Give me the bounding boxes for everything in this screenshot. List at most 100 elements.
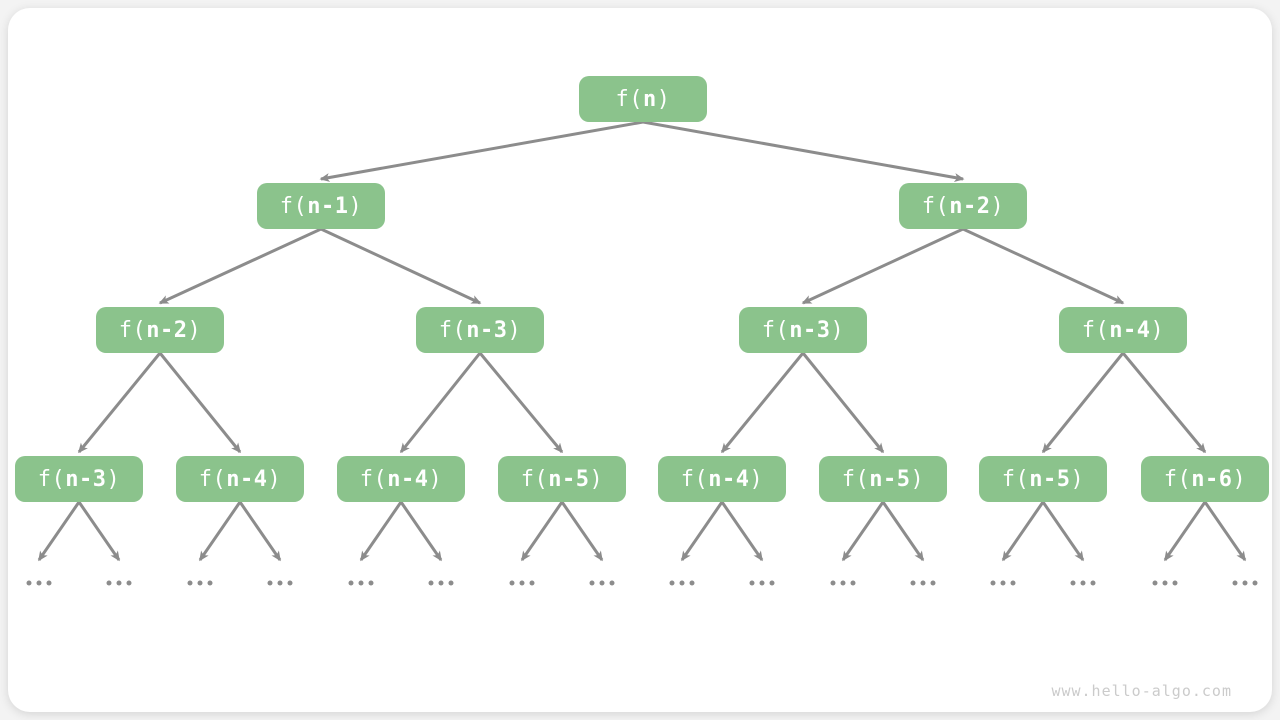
ellipsis	[26, 580, 52, 586]
node-label-suffix: )	[589, 466, 604, 492]
ellipsis-dot	[1000, 580, 1006, 586]
ellipsis-dot	[277, 580, 283, 586]
node-label-argument: n-3	[65, 466, 107, 492]
node-label-suffix: )	[1070, 466, 1085, 492]
tree-node: f(n-5)	[979, 456, 1107, 502]
ellipsis-dot	[599, 580, 605, 586]
node-label-argument: n-4	[387, 466, 429, 492]
ellipsis-dot	[910, 580, 916, 586]
node-label-suffix: )	[348, 193, 363, 219]
node-label-argument: n-2	[146, 317, 188, 343]
ellipsis-dot	[769, 580, 775, 586]
node-label-argument: n-6	[1191, 466, 1233, 492]
ellipsis-dot	[930, 580, 936, 586]
ellipsis-dot	[1070, 580, 1076, 586]
tree-node: f(n-4)	[337, 456, 465, 502]
ellipsis	[267, 580, 293, 586]
ellipsis-dot	[990, 580, 996, 586]
ellipsis-dot	[126, 580, 132, 586]
node-label-prefix: f(	[1081, 317, 1110, 343]
ellipsis-dot	[368, 580, 374, 586]
ellipsis-dot	[679, 580, 685, 586]
ellipsis	[749, 580, 775, 586]
node-label-argument: n-5	[1029, 466, 1071, 492]
node-label-suffix: )	[1150, 317, 1165, 343]
node-label-prefix: f(	[118, 317, 147, 343]
node-label-argument: n-5	[548, 466, 590, 492]
ellipsis-dot	[1010, 580, 1016, 586]
node-label-argument: n-3	[466, 317, 508, 343]
ellipsis-dot	[1162, 580, 1168, 586]
ellipsis-dot	[448, 580, 454, 586]
node-label-argument: n	[643, 86, 657, 112]
ellipsis-dot	[116, 580, 122, 586]
node-label-argument: n-1	[307, 193, 349, 219]
tree-node: f(n-3)	[15, 456, 143, 502]
ellipsis	[428, 580, 454, 586]
ellipsis-dot	[36, 580, 42, 586]
tree-node: f(n-6)	[1141, 456, 1269, 502]
ellipsis-dot	[519, 580, 525, 586]
tree-node: f(n-3)	[739, 307, 867, 353]
node-label-prefix: f(	[1163, 466, 1192, 492]
ellipsis-dot	[609, 580, 615, 586]
node-label-suffix: )	[990, 193, 1005, 219]
node-label-suffix: )	[656, 86, 671, 112]
ellipsis-dot	[759, 580, 765, 586]
node-label-suffix: )	[507, 317, 522, 343]
ellipsis-dot	[689, 580, 695, 586]
node-label-argument: n-4	[226, 466, 268, 492]
node-label-suffix: )	[749, 466, 764, 492]
ellipsis-dot	[1080, 580, 1086, 586]
tree-node: f(n-5)	[498, 456, 626, 502]
node-label-prefix: f(	[761, 317, 790, 343]
tree-node: f(n)	[579, 76, 707, 122]
ellipsis-dot	[1242, 580, 1248, 586]
node-label-suffix: )	[428, 466, 443, 492]
ellipsis	[589, 580, 615, 586]
ellipsis-dot	[207, 580, 213, 586]
tree-node: f(n-4)	[658, 456, 786, 502]
ellipsis-dot	[529, 580, 535, 586]
node-label-argument: n-3	[789, 317, 831, 343]
ellipsis-dot	[358, 580, 364, 586]
tree-node: f(n-4)	[1059, 307, 1187, 353]
node-label-argument: n-5	[869, 466, 911, 492]
ellipsis-dot	[589, 580, 595, 586]
ellipsis-dot	[1090, 580, 1096, 586]
ellipsis-dot	[920, 580, 926, 586]
ellipsis-dot	[187, 580, 193, 586]
ellipsis-dot	[669, 580, 675, 586]
node-label-prefix: f(	[198, 466, 227, 492]
ellipsis	[1232, 580, 1258, 586]
node-label-argument: n-2	[949, 193, 991, 219]
ellipsis-dot	[850, 580, 856, 586]
node-label-suffix: )	[830, 317, 845, 343]
node-label-prefix: f(	[680, 466, 709, 492]
node-label-argument: n-4	[1109, 317, 1151, 343]
node-label-prefix: f(	[37, 466, 66, 492]
tree-node: f(n-5)	[819, 456, 947, 502]
tree-node: f(n-1)	[257, 183, 385, 229]
ellipsis	[990, 580, 1016, 586]
ellipsis	[1152, 580, 1178, 586]
node-label-suffix: )	[910, 466, 925, 492]
ellipsis-dot	[830, 580, 836, 586]
node-label-argument: n-4	[708, 466, 750, 492]
ellipsis	[348, 580, 374, 586]
ellipsis-dot	[428, 580, 434, 586]
tree-node: f(n-2)	[899, 183, 1027, 229]
node-label-prefix: f(	[359, 466, 388, 492]
node-label-prefix: f(	[841, 466, 870, 492]
ellipsis-dot	[267, 580, 273, 586]
ellipsis	[669, 580, 695, 586]
ellipsis	[910, 580, 936, 586]
ellipsis	[830, 580, 856, 586]
node-label-suffix: )	[1232, 466, 1247, 492]
ellipsis-dot	[26, 580, 32, 586]
ellipsis-dot	[749, 580, 755, 586]
ellipsis-dot	[1252, 580, 1258, 586]
watermark: www.hello-algo.com	[1051, 682, 1232, 700]
ellipsis-dot	[106, 580, 112, 586]
